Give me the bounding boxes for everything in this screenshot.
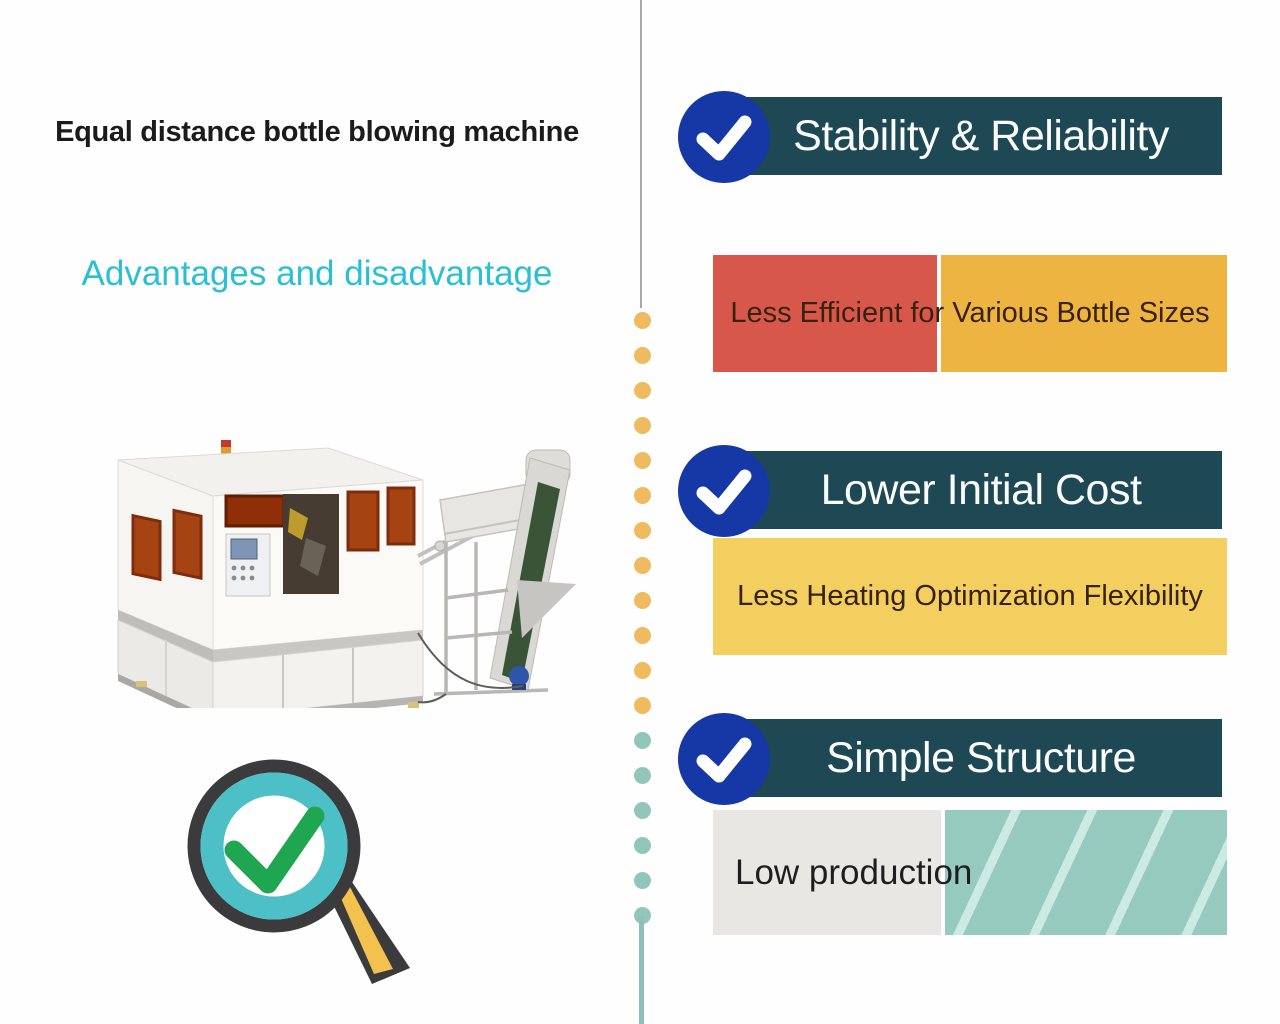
block-gap bbox=[937, 255, 941, 372]
machine-window bbox=[386, 486, 416, 546]
orange-dot bbox=[634, 382, 651, 399]
check-circle-icon bbox=[678, 445, 770, 537]
check-circle-icon bbox=[678, 91, 770, 183]
section-header-stability: Stability & Reliability bbox=[740, 97, 1222, 175]
section-title: Simple Structure bbox=[826, 733, 1136, 782]
section-title: Lower Initial Cost bbox=[820, 465, 1142, 514]
orange-dot bbox=[634, 347, 651, 364]
section-header-cost: Lower Initial Cost bbox=[740, 451, 1222, 529]
section-header-structure: Simple Structure bbox=[740, 719, 1222, 797]
block-gap bbox=[941, 810, 945, 935]
amber-block bbox=[941, 255, 1227, 372]
orange-dot bbox=[634, 592, 651, 609]
teal-dot bbox=[634, 872, 651, 889]
chute-triangle bbox=[517, 580, 576, 638]
machine-photo-illustration bbox=[117, 440, 576, 708]
magnifier-check-icon bbox=[187, 759, 410, 984]
divider-line-bottom bbox=[639, 916, 644, 1024]
orange-dot bbox=[634, 557, 651, 574]
orange-dot bbox=[634, 452, 651, 469]
orange-dot bbox=[634, 487, 651, 504]
note-band-cost: Less Heating Optimization Flexibility bbox=[713, 538, 1227, 655]
page-title: Equal distance bottle blowing machine bbox=[55, 116, 579, 148]
machine-control-panel bbox=[225, 533, 271, 597]
green-check-icon bbox=[224, 806, 325, 894]
note-band-stability: Less Efficient for Various Bottle Sizes bbox=[713, 255, 1227, 372]
conveyor-motor bbox=[509, 666, 529, 686]
orange-dot bbox=[634, 627, 651, 644]
red-block bbox=[713, 255, 937, 372]
orange-dot bbox=[634, 522, 651, 539]
teal-dot bbox=[634, 802, 651, 819]
magnifier-handle bbox=[328, 876, 410, 984]
page-subtitle: Advantages and disadvantage bbox=[81, 254, 553, 293]
machine-window bbox=[172, 508, 203, 580]
orange-dot bbox=[634, 662, 651, 679]
section-title: Stability & Reliability bbox=[793, 111, 1169, 160]
orange-dot bbox=[634, 312, 651, 329]
orange-dot bbox=[634, 417, 651, 434]
machine-window bbox=[224, 494, 286, 528]
check-circle-icon bbox=[678, 713, 770, 805]
note-text: Low production bbox=[735, 852, 973, 892]
gray-block bbox=[713, 810, 941, 935]
note-text: Less Efficient for Various Bottle Sizes bbox=[730, 297, 1210, 329]
machine-window bbox=[131, 513, 162, 582]
divider-line-top bbox=[640, 0, 642, 308]
conveyor-frame bbox=[433, 542, 549, 696]
cable bbox=[417, 632, 524, 689]
note-band-structure: Low production bbox=[713, 810, 1227, 935]
teal-striped-block bbox=[945, 810, 1227, 935]
teal-dot bbox=[634, 837, 651, 854]
teal-dot bbox=[634, 767, 651, 784]
note-text: Less Heating Optimization Flexibility bbox=[737, 580, 1203, 612]
machine-window bbox=[346, 490, 380, 552]
teal-dot bbox=[634, 732, 651, 749]
orange-dot bbox=[634, 697, 651, 714]
magnifier-teal-ring bbox=[200, 772, 348, 920]
teal-dot bbox=[634, 907, 651, 924]
